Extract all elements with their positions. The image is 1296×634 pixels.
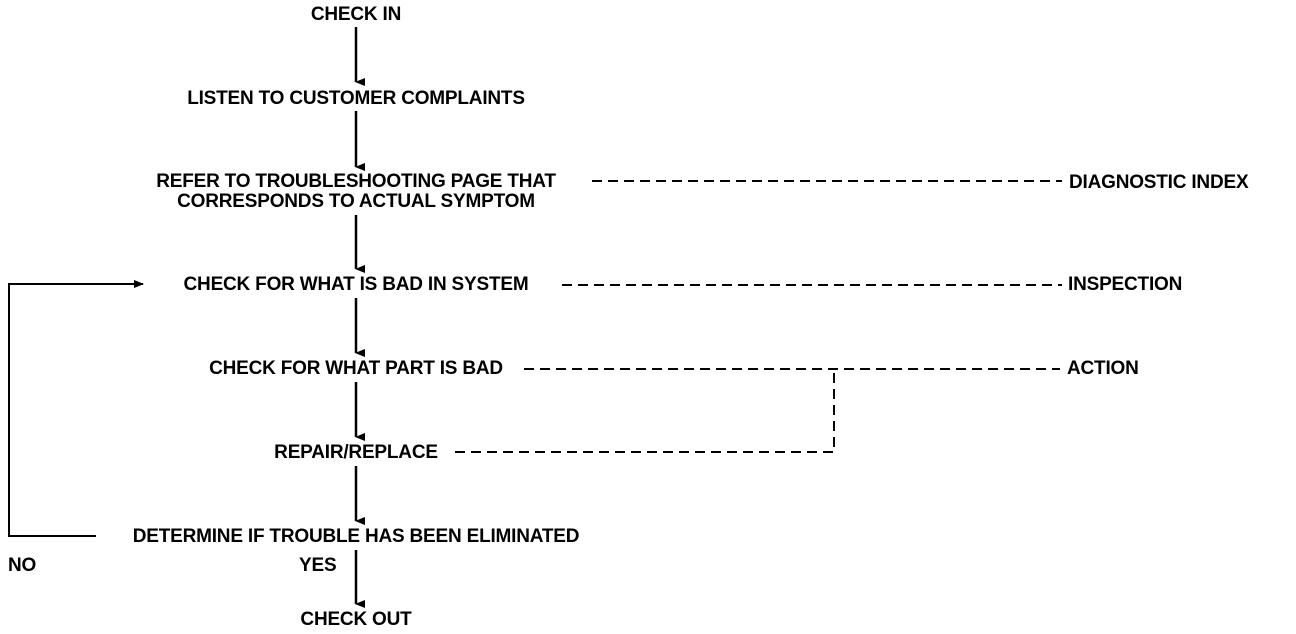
step-check-out: CHECK OUT [300, 609, 412, 630]
dashed-line-repair-to-action [455, 369, 835, 453]
decision-no: NO [8, 555, 37, 576]
step-check-system: CHECK FOR WHAT IS BAD IN SYSTEM [183, 274, 529, 295]
ref-inspection: INSPECTION [1068, 274, 1183, 295]
decision-yes: YES [299, 555, 337, 576]
step-refer-troubleshooting: REFER TO TROUBLESHOOTING PAGE THAT CORRE… [156, 172, 556, 212]
step-repair-replace: REPAIR/REPLACE [274, 442, 438, 463]
ref-action: ACTION [1067, 358, 1139, 379]
step-check-part: CHECK FOR WHAT PART IS BAD [209, 358, 503, 379]
step-listen-to-complaints: LISTEN TO CUSTOMER COMPLAINTS [187, 88, 525, 109]
no-loop-line [8, 280, 144, 537]
step-determine-trouble: DETERMINE IF TROUBLE HAS BEEN ELIMINATED [132, 526, 580, 547]
step-check-in: CHECK IN [310, 4, 402, 25]
ref-diagnostic-index: DIAGNOSTIC INDEX [1069, 172, 1249, 193]
step-refer-line-2: CORRESPONDS TO ACTUAL SYMPTOM [177, 191, 535, 212]
step-refer-line-1: REFER TO TROUBLESHOOTING PAGE THAT [156, 171, 556, 192]
